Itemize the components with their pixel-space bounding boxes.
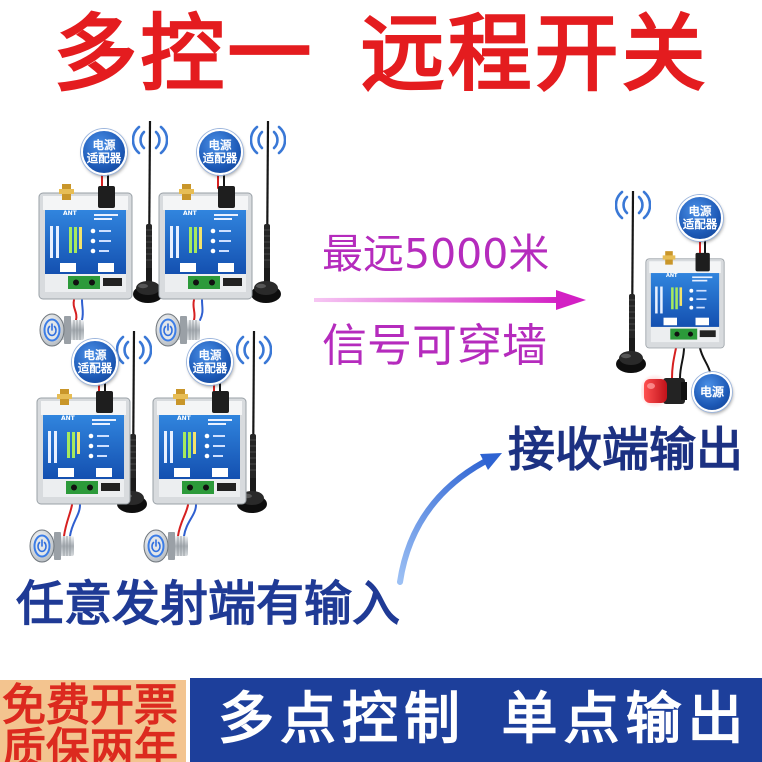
power-adapter-badge: 电源 适配器 — [197, 129, 243, 175]
badge-line-2: 适配器 — [77, 361, 113, 375]
switch-wire-blue — [183, 504, 197, 537]
switch-wire-blue — [81, 299, 84, 321]
transmitter-module-body — [158, 183, 253, 301]
alarm-light-icon — [641, 374, 689, 408]
transmission-arrow-icon — [314, 290, 586, 310]
power-badge-label: 电源 — [699, 384, 724, 399]
arrow-head — [556, 290, 586, 310]
wireless-signal-icon — [132, 122, 168, 158]
push-button-switch-icon — [140, 528, 190, 564]
range-label: 最远5000米 — [322, 230, 550, 278]
wireless-signal-icon — [236, 332, 272, 368]
promo-line-invoice: 免费开票 — [2, 680, 178, 731]
wireless-signal-icon — [250, 122, 286, 158]
receiver-module-body — [645, 250, 725, 350]
antenna-port-label: ANT — [61, 415, 75, 422]
penetration-label: 信号可穿墙 — [322, 319, 548, 372]
power-adapter-badge: 电源 适配器 — [72, 339, 118, 385]
push-button-switch-icon — [152, 312, 202, 348]
badge-line-1: 电源 — [208, 138, 232, 152]
wireless-signal-icon — [615, 187, 651, 223]
arrow-curve — [397, 459, 487, 585]
badge-line-1: 电源 — [198, 348, 222, 362]
switch-wire-blue — [199, 299, 204, 321]
headline-title: 多控一 远程开关 — [53, 5, 709, 103]
antenna-port-label: ANT — [177, 415, 191, 422]
badge-line-2: 适配器 — [86, 151, 122, 165]
power-adapter-badge: 电源 适配器 — [677, 195, 723, 241]
arrow-shaft — [314, 297, 560, 303]
badge-line-1: 电源 — [688, 204, 712, 218]
slogan-text: 多点控制 单点输出 — [218, 687, 750, 752]
transmitter-module-body — [38, 183, 133, 301]
push-button-switch-icon — [26, 528, 76, 564]
switch-wire-red — [177, 504, 189, 537]
badge-line-2: 适配器 — [202, 151, 238, 165]
arrow-head — [480, 453, 502, 470]
output-power-wire — [699, 347, 711, 373]
badge-line-1: 电源 — [83, 348, 107, 362]
curved-arrow-icon — [397, 453, 502, 585]
transmitter-module-body — [36, 388, 131, 506]
power-source-badge: 电源 — [692, 372, 732, 412]
badge-line-1: 电源 — [92, 138, 116, 152]
transmitter-module-body — [152, 388, 247, 506]
promo-box: 免费开票 质保两年 — [0, 680, 186, 762]
slogan-band: 多点控制 单点输出 — [190, 678, 762, 762]
transmitter-input-caption: 任意发射端有输入 — [16, 576, 401, 632]
switch-wire-blue — [69, 504, 81, 537]
power-adapter-badge: 电源 适配器 — [187, 339, 233, 385]
antenna-port-label: ANT — [63, 210, 77, 217]
receiver-output-caption: 接收端输出 — [508, 423, 743, 478]
badge-line-2: 适配器 — [682, 217, 718, 231]
switch-wire-red — [72, 299, 78, 321]
antenna-port-label: ANT — [183, 210, 197, 217]
badge-line-2: 适配器 — [192, 361, 228, 375]
power-adapter-badge: 电源 适配器 — [81, 129, 127, 175]
wireless-signal-icon — [116, 332, 152, 368]
antenna-port-label: ANT — [666, 273, 678, 279]
push-button-switch-icon — [36, 312, 86, 348]
switch-wire-red — [63, 504, 73, 537]
promo-line-warranty: 质保两年 — [2, 724, 178, 762]
lamp-wire-red — [671, 347, 677, 379]
lamp-wire-black — [679, 347, 685, 379]
switch-wire-red — [192, 299, 196, 321]
